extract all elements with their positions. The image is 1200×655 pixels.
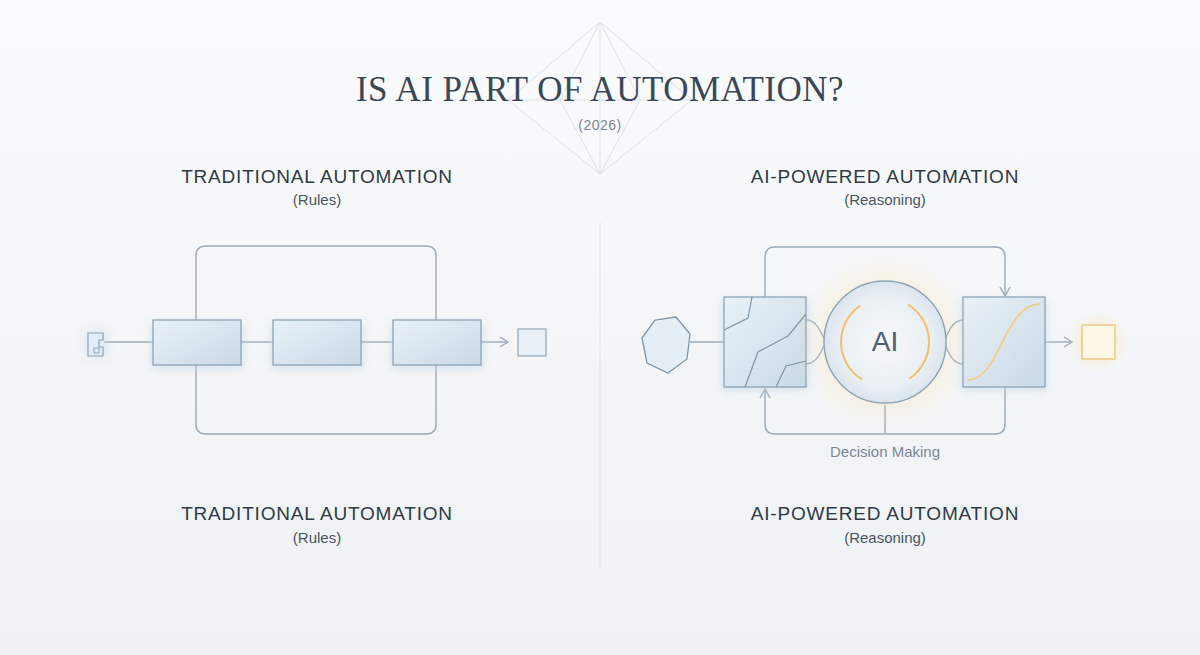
loop-line [196,365,436,434]
section-subtitle: (Reasoning) [844,191,926,208]
section-subtitle: (Rules) [293,191,341,208]
process-box [273,320,361,365]
ai-circle-outline [824,281,946,403]
result-box [963,297,1045,387]
input-notch [94,348,99,353]
loop-label: Decision Making [830,443,940,460]
section-heading: TRADITIONAL AUTOMATION [181,166,453,188]
loop-line [196,246,436,320]
arrow-head [500,337,508,347]
flow-line [690,341,724,342]
flow-line [481,341,507,342]
glow-arc [840,305,863,381]
output-square [518,329,546,356]
flow-line [1045,341,1071,342]
arrow-head [1000,287,1010,296]
input-blob [642,317,690,373]
feedback-loop [690,247,1072,434]
section-heading: AI-POWERED AUTOMATION [751,166,1019,188]
flow-line [241,341,273,342]
input-glow [84,329,108,359]
section-subtitle: (Rules) [293,529,341,546]
section-heading: AI-POWERED AUTOMATION [751,503,1019,525]
process-box [153,320,241,365]
diagram-title: IS AI PART OF AUTOMATION? [356,70,844,110]
year-label: (2026) [578,117,621,133]
process-boxes [151,320,483,369]
ai-circle: AI [823,280,947,404]
section-subtitle: (Reasoning) [844,529,926,546]
node-text: AI [823,325,947,359]
section-heading: TRADITIONAL AUTOMATION [181,503,453,525]
input-square [88,333,103,356]
output-square [1082,325,1115,359]
ai-flow [642,247,1128,434]
smooth-curve [968,304,1040,380]
flow-line [361,341,393,342]
output-glow [1068,312,1128,372]
divider-line [600,222,601,570]
process-box [393,320,481,365]
flow-line [104,341,153,342]
traditional-flow [84,246,546,434]
rule-loop [104,246,508,434]
ai-glow [795,252,975,432]
chaos-box [724,297,806,387]
crack-lines [724,297,806,387]
glow-arc [907,304,930,380]
